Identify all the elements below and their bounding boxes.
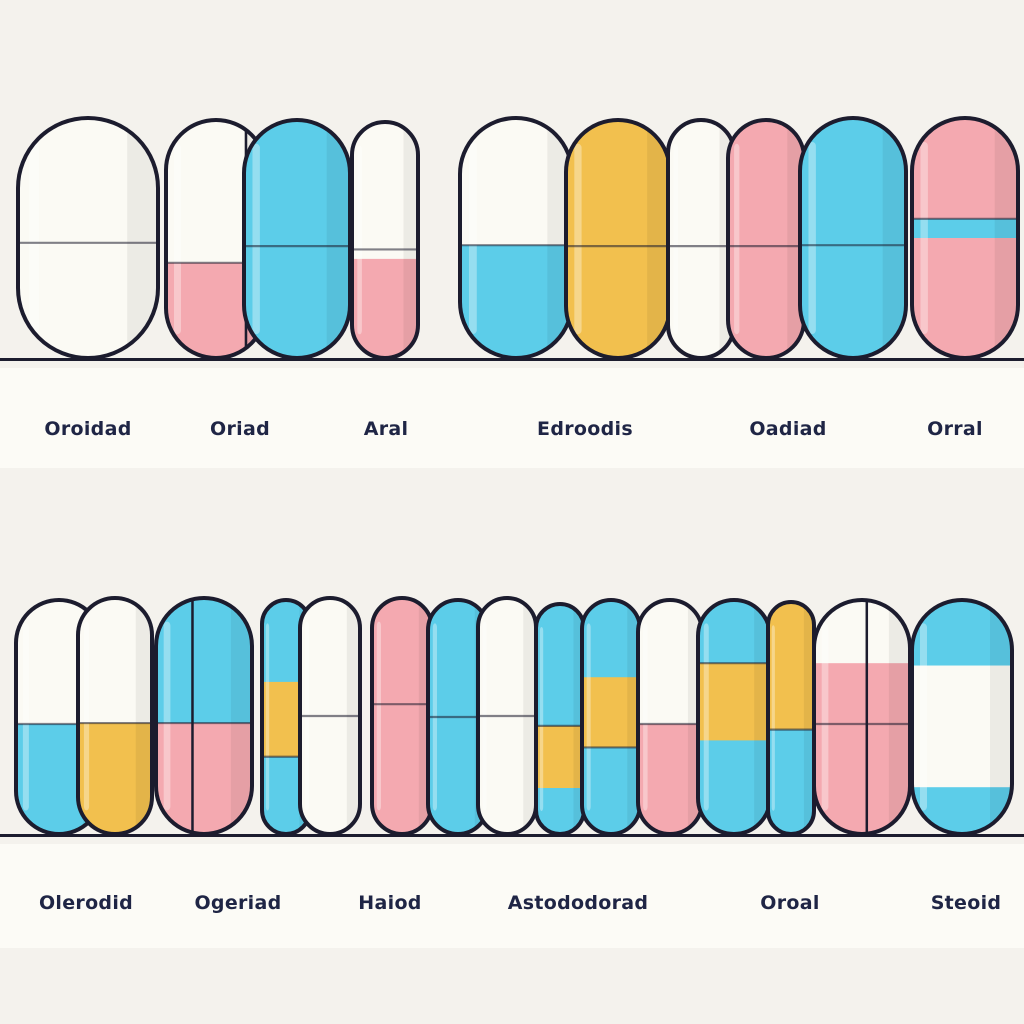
- pill-yellow: [564, 118, 672, 360]
- top-shelf-line: [0, 358, 1024, 361]
- pill-blue-yellow-4: [696, 598, 772, 836]
- pill-white-pink-c: [812, 598, 912, 836]
- pill-yellow-blue: [766, 600, 816, 836]
- pill-white-narrow: [476, 596, 538, 836]
- label-steoid: Steoid: [930, 892, 1002, 914]
- pill-white-pink-b: [636, 598, 704, 836]
- pill-white-split: [666, 118, 736, 360]
- label-edroodis: Edroodis: [537, 418, 633, 440]
- label-oriad: Oriad: [210, 418, 270, 440]
- pill-blue-yellow-2: [534, 602, 586, 836]
- pill-white-yellow: [76, 596, 154, 836]
- bottom-shelf-line: [0, 834, 1024, 837]
- pill-blue-white: [910, 598, 1014, 836]
- pill-white-tall: [298, 596, 362, 836]
- label-aral: Aral: [363, 418, 409, 440]
- pill-pink: [726, 118, 806, 360]
- top-pill-row: Oroidad Oriad Aral Edroodis Oadiad Orral: [0, 0, 1024, 500]
- pill-pink-blue-band: [910, 116, 1020, 360]
- label-haiod: Haiod: [358, 892, 422, 914]
- pill-blue-pink: [154, 596, 254, 836]
- pill-blue: [242, 118, 352, 360]
- bottom-pill-row: Olerodid Ogeriad Haiod Astododorad Oroal…: [0, 500, 1024, 1024]
- top-label-band: [0, 368, 1024, 468]
- pill-thin-white-pink: [350, 120, 420, 360]
- top-pill-illustration: [16, 116, 1020, 360]
- label-olerodid: Olerodid: [38, 892, 134, 914]
- bottom-label-band: [0, 844, 1024, 948]
- label-oroidad: Oroidad: [44, 418, 132, 440]
- label-oadiad: Oadiad: [749, 418, 827, 440]
- label-orral: Orral: [927, 418, 983, 440]
- bottom-pill-illustration: [14, 596, 1014, 836]
- pill-white-blue: [458, 116, 574, 360]
- label-astododorad: Astododorad: [507, 892, 649, 914]
- label-ogeriad: Ogeriad: [194, 892, 282, 914]
- label-oroal: Oroal: [760, 892, 820, 914]
- pill-pink-tall: [370, 596, 434, 836]
- pill-blue-yellow-3: [580, 598, 642, 836]
- pill-white: [16, 116, 160, 360]
- pill-blue-2: [798, 116, 908, 360]
